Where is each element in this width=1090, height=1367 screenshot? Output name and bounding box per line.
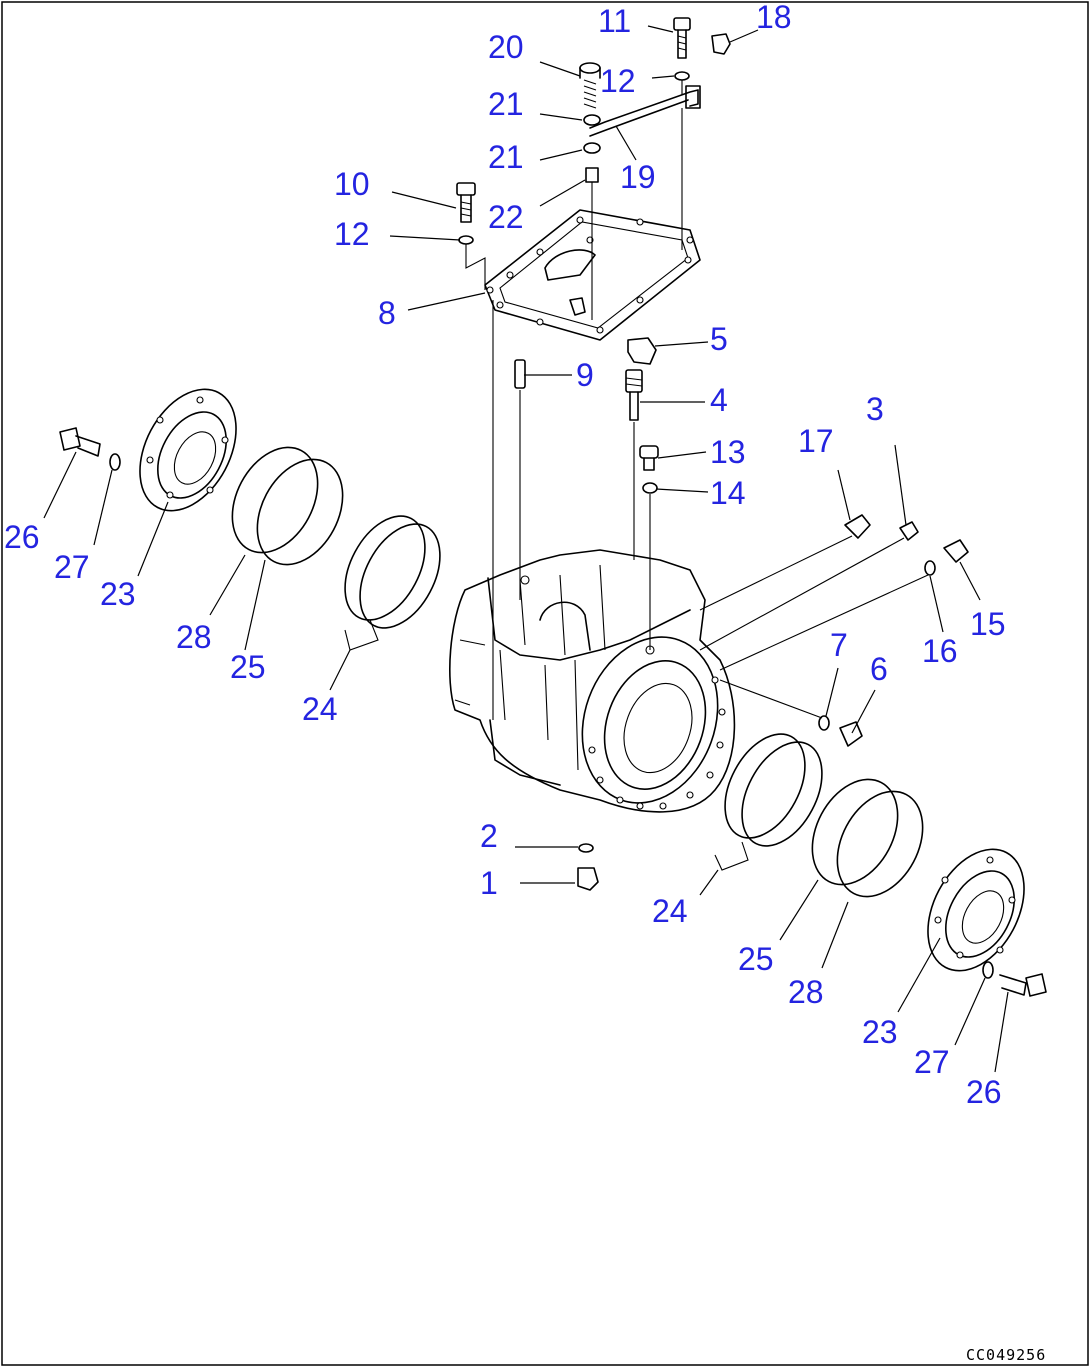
shim-24-left bbox=[344, 515, 441, 651]
callout-22: 22 bbox=[488, 199, 524, 235]
bolt-26-right bbox=[999, 973, 1047, 997]
callout-labels: 1 2 3 4 5 6 7 8 9 10 11 12 12 13 14 15 1… bbox=[4, 0, 1006, 1110]
o-ring-28-left bbox=[256, 458, 344, 566]
bearing-retainer-23-left bbox=[139, 388, 237, 512]
callout-3: 3 bbox=[866, 391, 884, 427]
plug-3 bbox=[899, 521, 919, 541]
callout-9: 9 bbox=[576, 357, 594, 393]
o-ring-25-left bbox=[231, 446, 319, 554]
bolt-11 bbox=[673, 17, 691, 59]
callout-12-left: 12 bbox=[334, 216, 370, 252]
bolt-10 bbox=[456, 182, 476, 223]
o-ring-16 bbox=[924, 560, 936, 576]
callout-4: 4 bbox=[710, 382, 728, 418]
callout-1: 1 bbox=[480, 865, 498, 901]
bolt-26-left bbox=[59, 427, 101, 457]
callout-14: 14 bbox=[710, 475, 746, 511]
washer-27-right bbox=[982, 961, 994, 979]
drawing-code: CC049256 bbox=[966, 1346, 1046, 1364]
callout-28-left: 28 bbox=[176, 619, 212, 655]
drain-plug-1 bbox=[577, 867, 599, 891]
transmission-housing bbox=[449, 549, 736, 813]
callout-7: 7 bbox=[830, 627, 848, 663]
callout-12-top: 12 bbox=[600, 63, 636, 99]
callout-21-upper: 21 bbox=[488, 86, 524, 122]
callout-13: 13 bbox=[710, 434, 746, 470]
callout-18: 18 bbox=[756, 0, 792, 35]
plug-17 bbox=[844, 514, 871, 539]
callout-5: 5 bbox=[710, 321, 728, 357]
callout-28-right: 28 bbox=[788, 974, 824, 1010]
plug-6 bbox=[839, 721, 863, 747]
callout-24-left: 24 bbox=[302, 691, 338, 727]
callout-8: 8 bbox=[378, 295, 396, 331]
assembly-guide-lines bbox=[465, 80, 929, 720]
connector-22 bbox=[585, 167, 599, 250]
callout-20: 20 bbox=[488, 29, 524, 65]
callout-27-right: 27 bbox=[914, 1044, 950, 1080]
top-cover-plate bbox=[484, 209, 701, 341]
callout-23-right: 23 bbox=[862, 1014, 898, 1050]
o-ring-14 bbox=[642, 482, 658, 494]
callout-16: 16 bbox=[922, 633, 958, 669]
washer-21-upper bbox=[583, 114, 601, 126]
callout-24-right: 24 bbox=[652, 893, 688, 929]
callout-11: 11 bbox=[598, 3, 631, 39]
washer-21-lower bbox=[583, 142, 601, 154]
plug-13 bbox=[639, 445, 659, 471]
spring-20 bbox=[579, 62, 601, 109]
callout-25-left: 25 bbox=[230, 649, 266, 685]
fitting-18 bbox=[711, 33, 731, 55]
shim-24-right bbox=[714, 733, 823, 871]
elbow-fitting-5 bbox=[627, 337, 657, 365]
o-ring-2 bbox=[578, 843, 594, 853]
washer-27-left bbox=[109, 453, 121, 471]
breather-tube-19 bbox=[589, 85, 701, 137]
dowel-pin-9 bbox=[514, 359, 526, 389]
plug-15 bbox=[943, 539, 969, 563]
callout-23-left: 23 bbox=[100, 576, 136, 612]
callout-26-right: 26 bbox=[966, 1074, 1002, 1110]
callout-6: 6 bbox=[870, 651, 888, 687]
washer-12-top bbox=[674, 71, 690, 81]
callout-17: 17 bbox=[798, 423, 834, 459]
o-ring-25-right bbox=[811, 778, 899, 886]
callout-26-left: 26 bbox=[4, 519, 40, 555]
o-ring-28-right bbox=[836, 790, 924, 898]
callout-27-left: 27 bbox=[54, 549, 90, 585]
callout-2: 2 bbox=[480, 818, 498, 854]
o-ring-7 bbox=[818, 715, 830, 731]
callout-19: 19 bbox=[620, 159, 656, 195]
bearing-retainer-23-right bbox=[927, 848, 1025, 972]
callout-15: 15 bbox=[970, 606, 1006, 642]
sensor-4 bbox=[625, 369, 643, 421]
callout-25-right: 25 bbox=[738, 941, 774, 977]
washer-12-left bbox=[458, 235, 474, 245]
callout-10: 10 bbox=[334, 166, 370, 202]
callout-21-lower: 21 bbox=[488, 139, 524, 175]
leader-lines bbox=[43, 25, 1009, 1073]
